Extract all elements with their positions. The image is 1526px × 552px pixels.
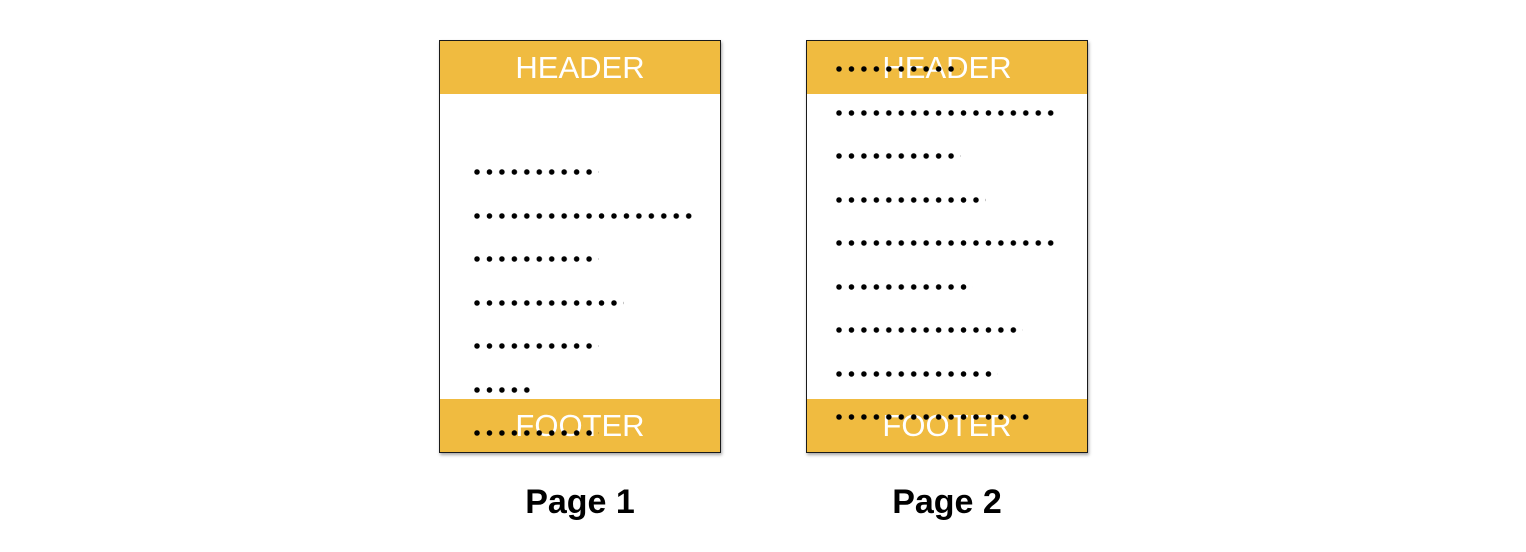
page-1-dotted-line [474, 299, 624, 306]
page-1-footer: FOOTER [440, 399, 720, 452]
page-2-dotted-line [836, 283, 974, 290]
page-2-dotted-line [836, 240, 1061, 246]
page-2: HEADER FOOTER [806, 40, 1088, 453]
page-1-dotted-line [474, 343, 599, 349]
page-2-dotted-line [836, 153, 961, 159]
page-2-footer: FOOTER [807, 399, 1087, 452]
page-1-dotted-line [474, 212, 699, 219]
page-1-dotted-line [474, 169, 599, 175]
page-1-dotted-line [474, 256, 599, 262]
page-2-dotted-line [836, 109, 1061, 116]
page-2-dotted-line [836, 327, 1023, 333]
page-2-dotted-line [836, 66, 961, 72]
page-2-caption: Page 2 [892, 483, 1002, 521]
page-1-dotted-line [474, 386, 537, 393]
page-1-dotted-line [474, 430, 599, 436]
page-2-dotted-line [836, 414, 1036, 420]
page-1-header: HEADER [440, 41, 720, 94]
page-1: HEADER FOOTER [439, 40, 721, 453]
page-2-dotted-line [836, 370, 998, 377]
page-2-dotted-line [836, 196, 986, 203]
page-1-caption: Page 1 [525, 483, 635, 521]
